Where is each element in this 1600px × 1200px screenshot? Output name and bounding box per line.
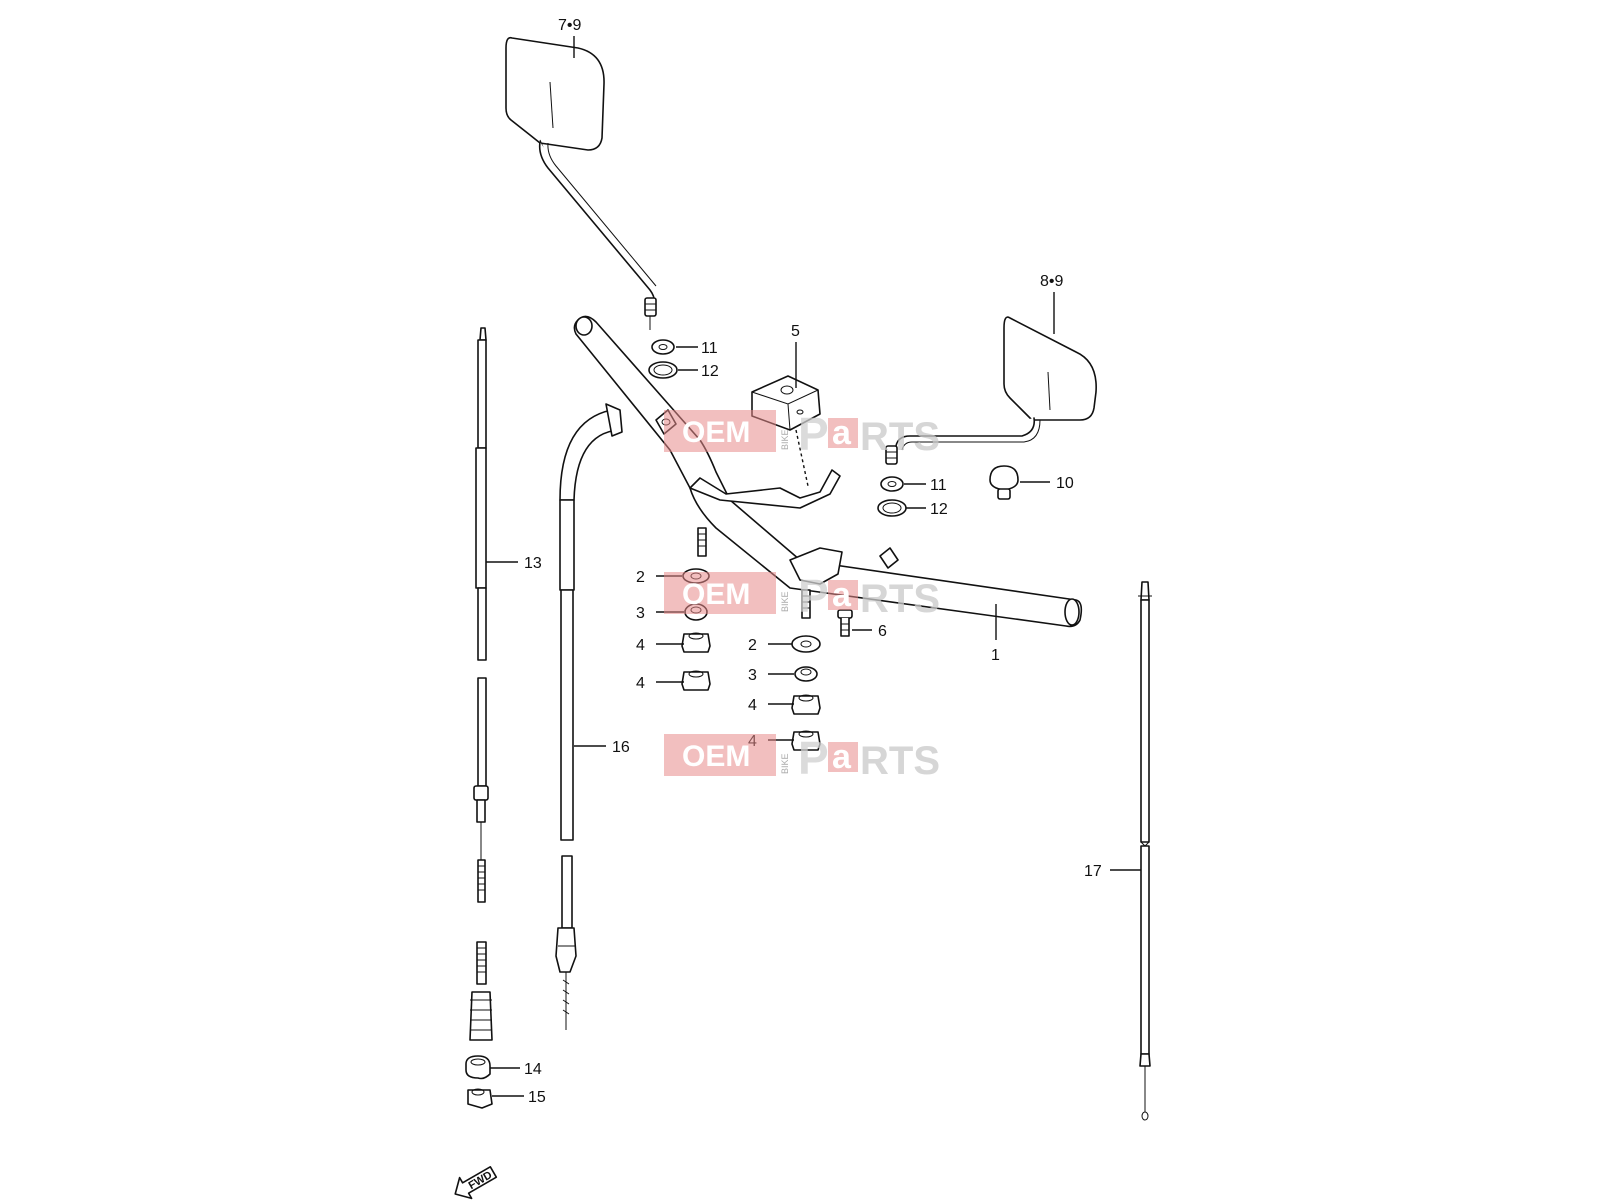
watermark-bottom: OEM BIKE P a RTS bbox=[664, 732, 940, 784]
nut-4c-right[interactable] bbox=[791, 694, 821, 715]
cap-10[interactable] bbox=[989, 465, 1019, 500]
leader-lines bbox=[486, 36, 1141, 1097]
label-11-right: 11 bbox=[930, 477, 947, 494]
watermark-oem: OEM bbox=[682, 416, 750, 449]
cable-13[interactable] bbox=[469, 327, 493, 1041]
label-2-left: 2 bbox=[636, 569, 645, 586]
nut-4a-left[interactable] bbox=[681, 632, 711, 653]
label-10: 10 bbox=[1056, 475, 1074, 492]
label-1: 1 bbox=[991, 647, 1000, 664]
label-2-right: 2 bbox=[748, 637, 757, 654]
watermark-bike: BIKE bbox=[780, 429, 790, 450]
washer-11-left[interactable] bbox=[651, 339, 675, 355]
label-12-right: 12 bbox=[930, 501, 948, 518]
label-12-left: 12 bbox=[701, 363, 719, 380]
adjuster-14[interactable] bbox=[465, 1055, 491, 1080]
cable-17[interactable] bbox=[1138, 581, 1152, 1121]
watermark-middle: OEM BIKE P a RTS bbox=[664, 570, 940, 622]
watermark-p: P bbox=[798, 570, 829, 622]
label-14: 14 bbox=[524, 1061, 542, 1078]
watermark-bike: BIKE bbox=[780, 753, 790, 774]
watermark-a: a bbox=[832, 738, 852, 776]
cable-16[interactable] bbox=[555, 403, 623, 1030]
label-5: 5 bbox=[791, 323, 800, 340]
label-15: 15 bbox=[528, 1089, 546, 1106]
washer-12-right[interactable] bbox=[877, 499, 907, 517]
watermark-rts: RTS bbox=[860, 577, 940, 621]
label-17: 17 bbox=[1084, 863, 1102, 880]
washer-2-right[interactable] bbox=[791, 635, 821, 653]
label-16: 16 bbox=[612, 739, 630, 756]
watermark-top: OEM BIKE P a RTS bbox=[664, 408, 940, 460]
label-4b-left: 4 bbox=[636, 675, 645, 692]
label-11-left: 11 bbox=[701, 340, 718, 357]
label-3-left: 3 bbox=[636, 605, 645, 622]
nut-4d-right[interactable] bbox=[791, 730, 821, 751]
washer-12-left[interactable] bbox=[648, 361, 678, 379]
label-13: 13 bbox=[524, 555, 542, 572]
label-4a-left: 4 bbox=[636, 637, 645, 654]
label-4c-right: 4 bbox=[748, 697, 757, 714]
watermark-oem: OEM bbox=[682, 578, 750, 611]
fwd-arrow-icon: FWD bbox=[454, 1166, 498, 1200]
label-mirror-right: 8•9 bbox=[1040, 273, 1064, 290]
watermark-p: P bbox=[798, 732, 829, 784]
watermark-oem: OEM bbox=[682, 740, 750, 773]
label-mirror-left: 7•9 bbox=[558, 17, 582, 34]
label-3-right: 3 bbox=[748, 667, 757, 684]
watermark-rts: RTS bbox=[860, 739, 940, 783]
fwd-label: FWD bbox=[467, 1169, 495, 1192]
washer-3-right[interactable] bbox=[794, 666, 818, 682]
nut-4b-left[interactable] bbox=[681, 670, 711, 691]
watermark-a: a bbox=[832, 576, 852, 614]
label-6: 6 bbox=[878, 623, 887, 640]
left-mirror[interactable] bbox=[505, 36, 657, 330]
watermark-p: P bbox=[798, 408, 829, 460]
watermark-a: a bbox=[832, 414, 852, 452]
watermark-bike: BIKE bbox=[780, 591, 790, 612]
right-mirror[interactable] bbox=[885, 316, 1097, 465]
washer-11-right[interactable] bbox=[880, 476, 904, 492]
nut-15[interactable] bbox=[467, 1088, 493, 1109]
watermark-rts: RTS bbox=[860, 415, 940, 459]
